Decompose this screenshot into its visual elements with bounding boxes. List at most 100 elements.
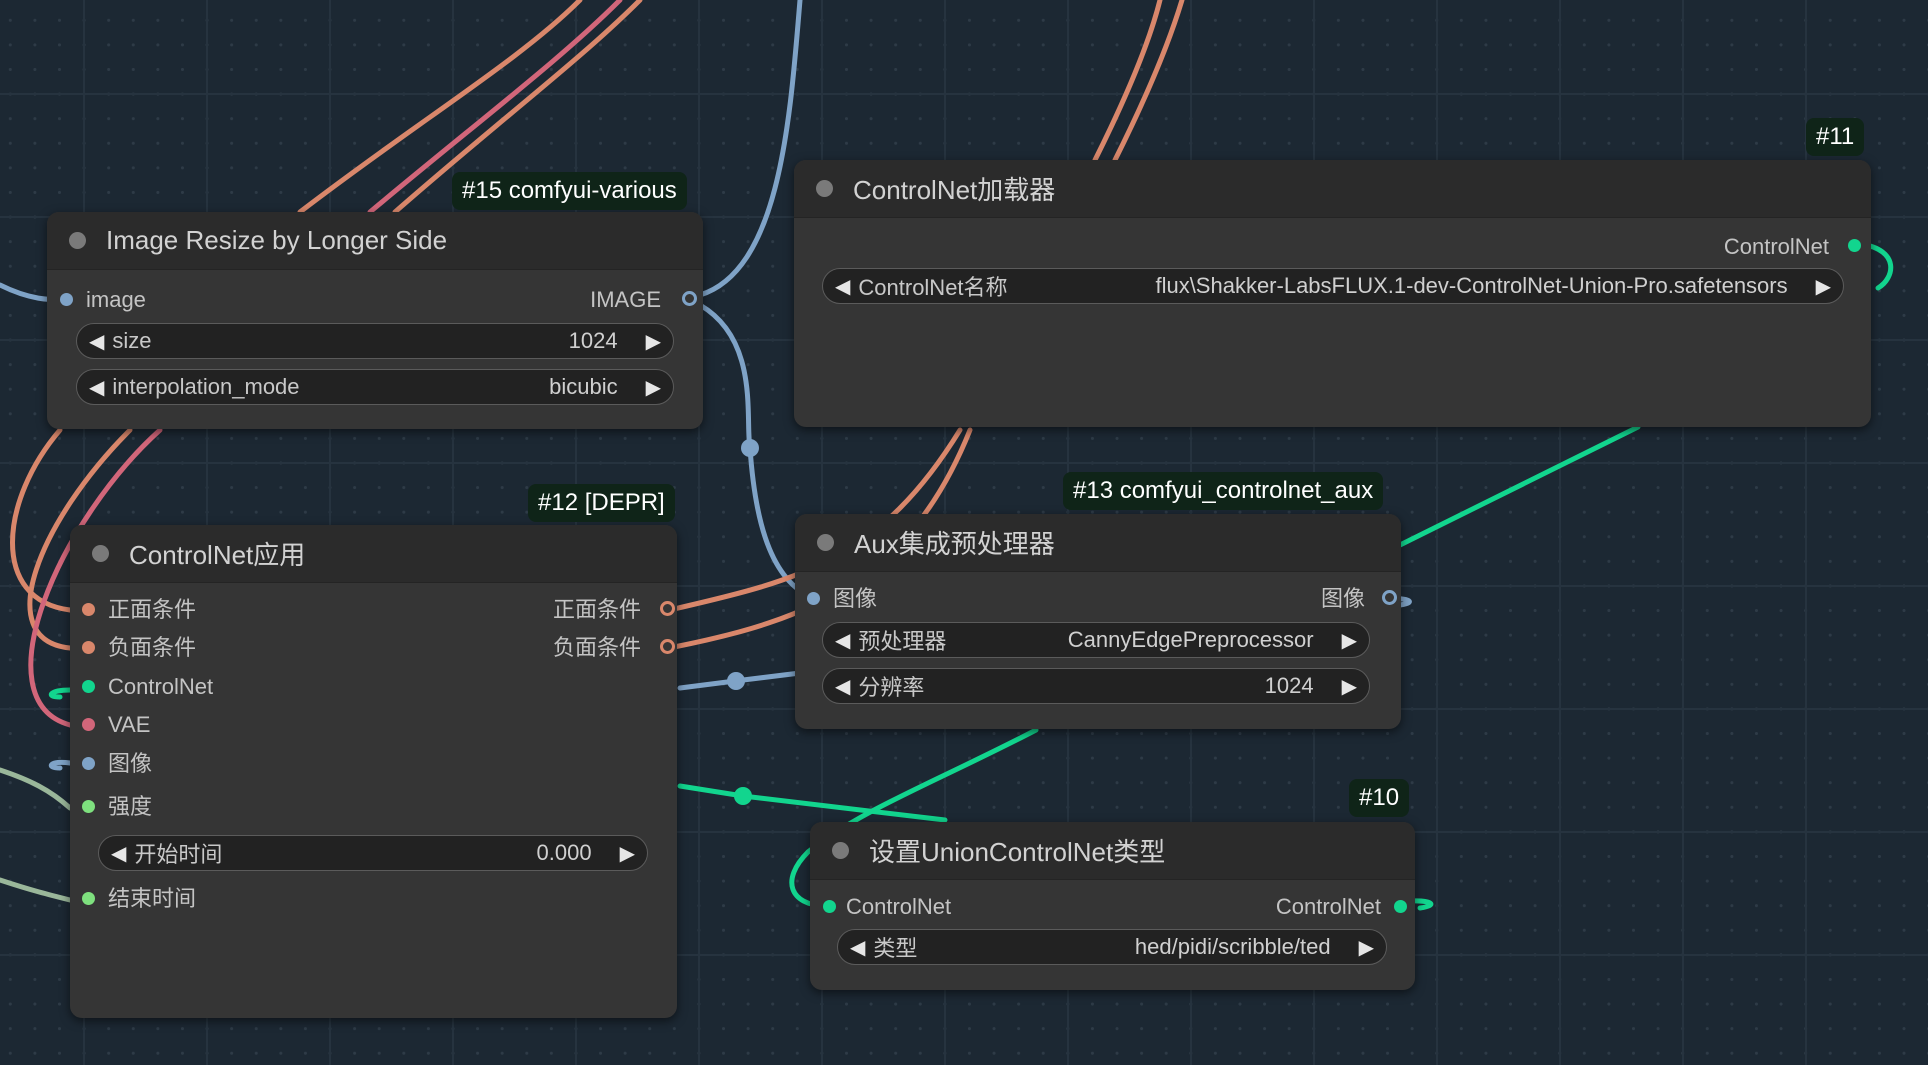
controlnet-name-widget[interactable]: ◀ ControlNet名称 flux\Shakker-LabsFLUX.1-d… <box>822 268 1844 304</box>
input-socket-end-time[interactable] <box>82 892 95 905</box>
start-time-widget[interactable]: ◀ 开始时间 0.000 ▶ <box>98 835 648 871</box>
wire-conditioning <box>1112 0 1185 163</box>
node-header[interactable]: ControlNet应用 <box>70 525 677 583</box>
set-union-controlnet-type-node[interactable]: 设置UnionControlNet类型 ControlNet ControlNe… <box>810 822 1415 990</box>
output-socket-negative[interactable] <box>660 639 675 654</box>
wire-conditioning <box>297 0 583 215</box>
decrement-arrow-icon[interactable]: ◀ <box>835 675 851 698</box>
input-label: ControlNet <box>846 894 952 919</box>
increment-arrow-icon[interactable]: ▶ <box>645 376 661 399</box>
widget-label: 分辨率 <box>858 675 925 700</box>
input-label: ControlNet <box>108 674 214 699</box>
aux-preprocessor-node[interactable]: Aux集成预处理器 图像 图像 ◀ 预处理器 CannyEdgePreproce… <box>795 514 1401 729</box>
input-socket-image[interactable] <box>82 757 95 770</box>
output-label: 正面条件 <box>552 597 641 622</box>
interpolation-mode-widget[interactable]: ◀ interpolation_mode bicubic ▶ <box>76 369 674 405</box>
node-id-badge: #10 <box>1349 779 1410 817</box>
input-label: 负面条件 <box>108 635 197 660</box>
increment-arrow-icon[interactable]: ▶ <box>645 330 661 353</box>
input-socket-positive[interactable] <box>82 603 95 616</box>
output-label: ControlNet <box>1275 894 1381 919</box>
increment-arrow-icon[interactable]: ▶ <box>619 842 635 865</box>
node-id-badge: #11 <box>1806 118 1865 156</box>
output-socket[interactable] <box>1394 900 1407 913</box>
decrement-arrow-icon[interactable]: ◀ <box>111 842 127 865</box>
reroute-dot <box>734 787 752 805</box>
input-socket[interactable] <box>60 293 73 306</box>
output-socket[interactable] <box>1848 239 1861 252</box>
output-socket[interactable] <box>682 291 697 306</box>
wire-float <box>0 767 73 811</box>
widget-value[interactable]: 1024 <box>1264 673 1314 698</box>
input-label: 强度 <box>108 794 153 819</box>
input-label: 图像 <box>833 586 878 611</box>
node-header[interactable]: Aux集成预处理器 <box>795 514 1401 572</box>
increment-arrow-icon[interactable]: ▶ <box>1358 936 1374 959</box>
input-socket[interactable] <box>807 592 820 605</box>
wire-vae <box>367 0 623 215</box>
wire-conditioning <box>27 427 133 651</box>
decrement-arrow-icon[interactable]: ◀ <box>835 275 851 298</box>
output-label: 图像 <box>1320 586 1365 611</box>
node-header[interactable]: 设置UnionControlNet类型 <box>810 822 1415 880</box>
wire-controlnet-stub <box>1858 241 1894 291</box>
node-id-badge: #12 [DEPR] <box>528 484 675 522</box>
image-resize-node[interactable]: Image Resize by Longer Side image IMAGE … <box>47 212 703 429</box>
wire-image-stub <box>48 759 73 771</box>
collapse-dot-icon[interactable] <box>69 232 86 249</box>
collapse-dot-icon[interactable] <box>92 545 109 562</box>
input-label: 正面条件 <box>108 597 197 622</box>
node-id-badge: #13 comfyui_controlnet_aux <box>1063 472 1384 510</box>
output-socket-positive[interactable] <box>660 601 675 616</box>
input-socket-controlnet[interactable] <box>82 680 95 693</box>
node-title: ControlNet应用 <box>129 540 306 570</box>
collapse-dot-icon[interactable] <box>816 180 833 197</box>
controlnet-loader-node[interactable]: ControlNet加载器 ControlNet ◀ ControlNet名称 … <box>794 160 1871 427</box>
wire-controlnet <box>1397 424 1641 548</box>
reroute-dot <box>727 672 745 690</box>
decrement-arrow-icon[interactable]: ◀ <box>850 936 866 959</box>
wire-conditioning <box>1092 0 1163 163</box>
widget-value[interactable]: CannyEdgePreprocessor <box>1067 627 1314 652</box>
input-socket-strength[interactable] <box>82 800 95 813</box>
input-label: image <box>86 287 146 312</box>
size-widget[interactable]: ◀ size 1024 ▶ <box>76 323 674 359</box>
node-title: 设置UnionControlNet类型 <box>869 837 1166 867</box>
node-title: Image Resize by Longer Side <box>106 225 448 255</box>
increment-arrow-icon[interactable]: ▶ <box>1815 275 1831 298</box>
controlnet-apply-node[interactable]: ControlNet应用 正面条件 负面条件 ControlNet VAE 图像… <box>70 525 677 1018</box>
widget-value[interactable]: hed/pidi/scribble/ted <box>1134 934 1331 959</box>
node-id-badge: #15 comfyui-various <box>452 172 687 210</box>
preprocessor-widget[interactable]: ◀ 预处理器 CannyEdgePreprocessor ▶ <box>822 622 1370 658</box>
decrement-arrow-icon[interactable]: ◀ <box>89 376 105 399</box>
increment-arrow-icon[interactable]: ▶ <box>1341 629 1357 652</box>
collapse-dot-icon[interactable] <box>817 534 834 551</box>
widget-value[interactable]: 0.000 <box>536 840 592 865</box>
input-label: 结束时间 <box>108 886 197 911</box>
wire-controlnet-stub <box>48 687 73 700</box>
widget-label: interpolation_mode <box>112 374 300 399</box>
node-header[interactable]: Image Resize by Longer Side <box>47 212 703 270</box>
output-socket[interactable] <box>1382 590 1397 605</box>
increment-arrow-icon[interactable]: ▶ <box>1341 675 1357 698</box>
node-title: ControlNet加载器 <box>853 175 1056 205</box>
input-socket-negative[interactable] <box>82 641 95 654</box>
output-label: 负面条件 <box>552 635 641 660</box>
decrement-arrow-icon[interactable]: ◀ <box>835 629 851 652</box>
widget-value[interactable]: flux\Shakker-LabsFLUX.1-dev-ControlNet-U… <box>1155 273 1788 298</box>
resolution-widget[interactable]: ◀ 分辨率 1024 ▶ <box>822 668 1370 704</box>
output-label: ControlNet <box>1723 234 1829 259</box>
widget-value[interactable]: bicubic <box>549 374 618 399</box>
decrement-arrow-icon[interactable]: ◀ <box>89 330 105 353</box>
widget-value[interactable]: 1024 <box>568 328 618 353</box>
input-socket[interactable] <box>823 900 836 913</box>
output-label: IMAGE <box>590 287 661 312</box>
node-header[interactable]: ControlNet加载器 <box>794 160 1871 218</box>
type-widget[interactable]: ◀ 类型 hed/pidi/scribble/ted ▶ <box>837 929 1387 965</box>
input-socket-vae[interactable] <box>82 718 95 731</box>
collapse-dot-icon[interactable] <box>832 842 849 859</box>
wire-conditioning <box>392 0 643 215</box>
widget-label: size <box>112 328 152 353</box>
widget-label: 预处理器 <box>858 629 947 654</box>
widget-label: 类型 <box>873 936 918 961</box>
